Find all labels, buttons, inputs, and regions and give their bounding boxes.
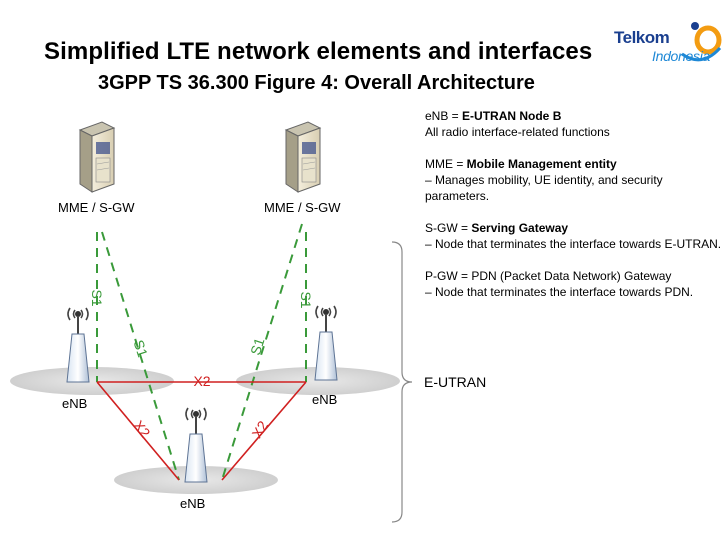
page-subtitle: 3GPP TS 36.300 Figure 4: Overall Archite… [98, 72, 535, 94]
x2-label-top: X2 [193, 373, 210, 389]
s1-link-right-diagonal [221, 223, 303, 481]
x2-label-right: X2 [248, 418, 271, 441]
s1-label-right-vertical: S1 [298, 291, 314, 308]
legend-mme: MME = Mobile Management entity – Manages… [425, 156, 725, 204]
mme-server-left-icon [78, 121, 116, 193]
x2-link-right [221, 381, 307, 481]
legend-enb-term: E-UTRAN Node B [462, 109, 562, 123]
eutran-brace [391, 241, 413, 523]
s1-label-left-diagonal: S1 [131, 338, 152, 359]
enb-antenna-left-icon [66, 307, 90, 383]
mme-label-left: MME / S-GW [58, 200, 135, 215]
page-title: Simplified LTE network elements and inte… [44, 38, 593, 65]
legend-pgw: P-GW = PDN (Packet Data Network) Gateway… [425, 268, 725, 300]
telkom-logo: Telkom Indonesia [612, 18, 724, 74]
s1-label-left-vertical: S1 [89, 289, 105, 306]
enb-label-bottom: eNB [180, 496, 206, 511]
s1-label-right-diagonal: S1 [247, 336, 268, 357]
legend-sgw: S-GW = Serving Gateway – Node that termi… [425, 220, 725, 252]
legend-enb-desc: All radio interface-related functions [425, 125, 610, 139]
legend-enb: eNB = E-UTRAN Node B All radio interface… [425, 108, 725, 140]
cell-area-left [10, 367, 174, 395]
legend-mme-prefix: MME = [425, 157, 467, 171]
logo-text-telkom: Telkom [614, 28, 670, 47]
eutran-label: E-UTRAN [424, 374, 487, 390]
legend-enb-prefix: eNB = [425, 109, 463, 123]
x2-label-left: X2 [130, 417, 153, 441]
mme-server-right-icon [284, 121, 322, 193]
mme-label-right: MME / S-GW [264, 200, 341, 215]
cell-area-right [236, 367, 400, 395]
x2-link-left [96, 381, 180, 481]
legend-pgw-desc: – Node that terminates the interface tow… [425, 285, 694, 299]
enb-label-left: eNB [62, 396, 88, 411]
s1-link-left-diagonal [101, 231, 180, 481]
legend-mme-term: Mobile Management entity [466, 157, 617, 171]
enb-antenna-right-icon [314, 305, 338, 381]
logo-swirl-icon [681, 22, 722, 62]
legend-sgw-prefix: S-GW = [425, 221, 472, 235]
legend-pgw-term: P-GW = PDN (Packet Data Network) Gateway [425, 269, 672, 283]
legend-panel: eNB = E-UTRAN Node B All radio interface… [425, 108, 725, 316]
legend-sgw-desc: – Node that terminates the interface tow… [425, 237, 722, 251]
legend-mme-desc: – Manages mobility, UE identity, and sec… [425, 173, 663, 203]
enb-antenna-bottom-icon [184, 407, 208, 483]
legend-sgw-term: Serving Gateway [471, 221, 569, 235]
enb-label-right: eNB [312, 392, 338, 407]
logo-text-indonesia: Indonesia [652, 48, 711, 64]
